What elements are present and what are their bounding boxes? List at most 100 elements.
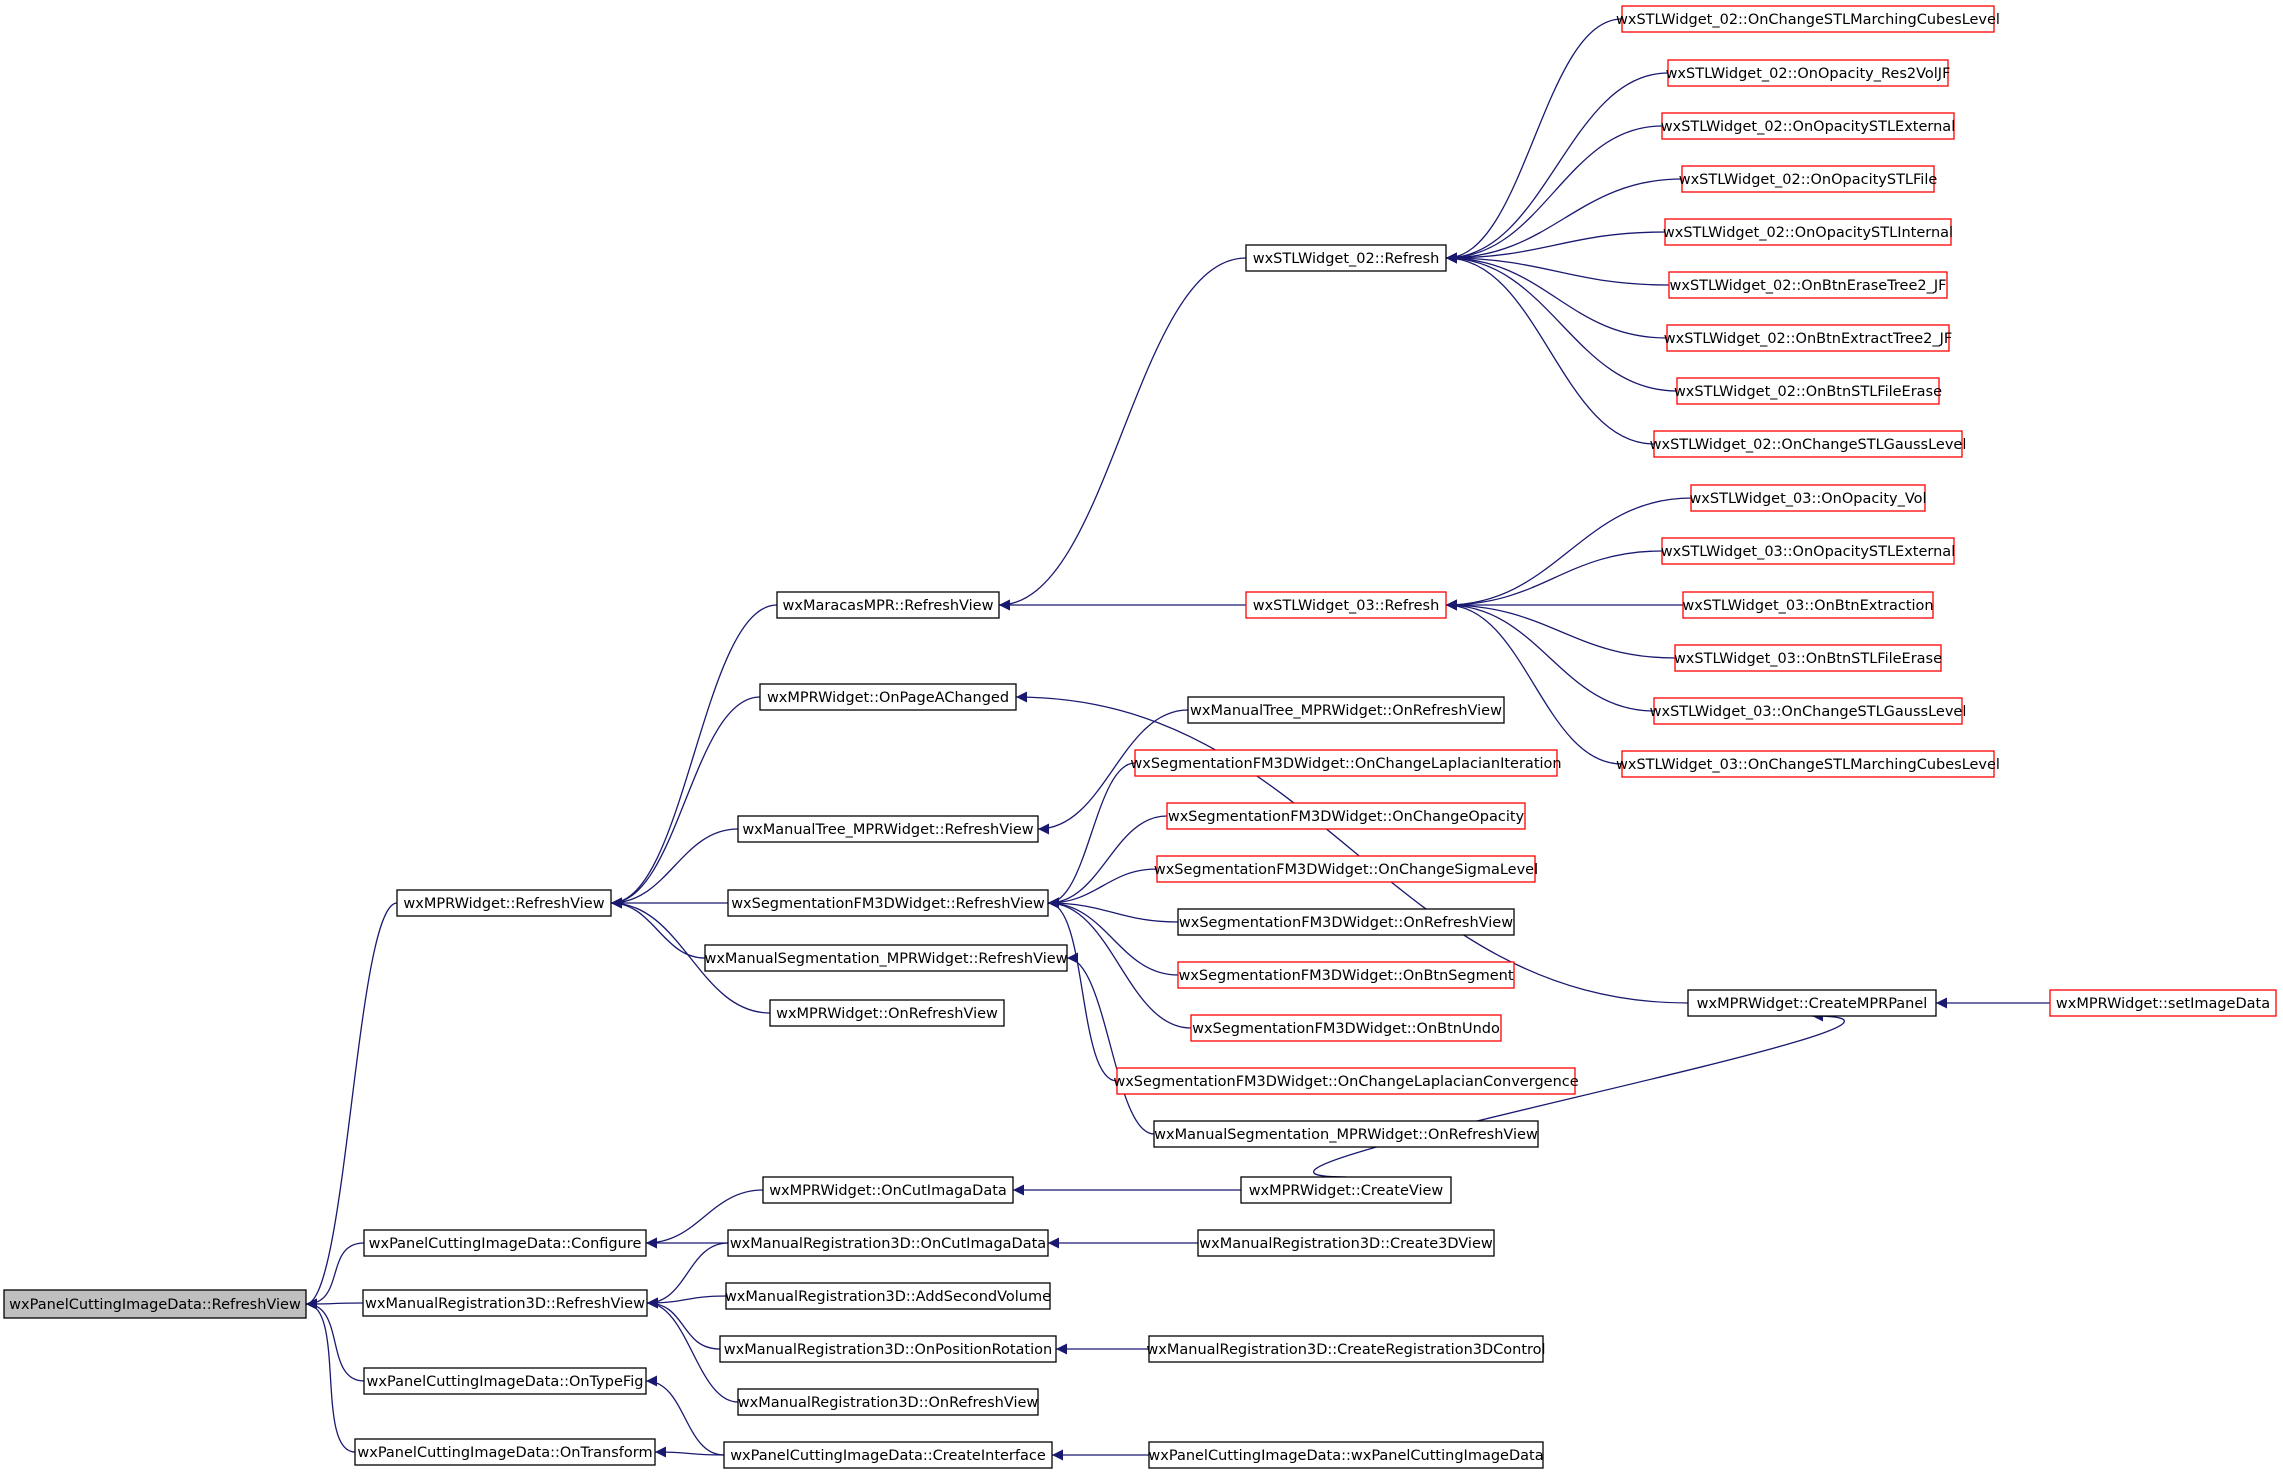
node-stl03F[interactable]: wxSTLWidget_03::OnChangeSTLMarchingCubes… bbox=[1616, 750, 2000, 778]
node-msOnRefresh[interactable]: wxManualSegmentation_MPRWidget::OnRefres… bbox=[1153, 1120, 1539, 1148]
edge-pcidCreateInterface-to-pcidOnTransform bbox=[654, 1446, 725, 1458]
node-mprSetImage[interactable]: wxMPRWidget::setImageData bbox=[2049, 989, 2277, 1017]
edge-mprOnRefresh-to-mprRefresh bbox=[610, 897, 771, 1014]
node-stl03B[interactable]: wxSTLWidget_03::OnOpacitySTLExternal bbox=[1661, 537, 1955, 565]
edge-mtRefresh-to-mprRefresh bbox=[610, 828, 739, 909]
node-box bbox=[776, 591, 1000, 619]
edge-segOnLapIter-to-segRefresh bbox=[1047, 762, 1136, 909]
node-box bbox=[1156, 855, 1536, 883]
node-mprOnCut[interactable]: wxMPRWidget::OnCutImagaData bbox=[762, 1176, 1014, 1204]
node-label: wxSTLWidget_03::OnChangeSTLGaussLevel bbox=[1650, 704, 1967, 720]
node-box bbox=[1690, 484, 1926, 512]
node-stl03A[interactable]: wxSTLWidget_03::OnOpacity_Vol bbox=[1689, 484, 1927, 512]
node-mr3dOnCut[interactable]: wxManualRegistration3D::OnCutImagaData bbox=[727, 1229, 1049, 1257]
node-box bbox=[1667, 59, 1949, 87]
node-stl02G[interactable]: wxSTLWidget_02::OnBtnExtractTree2_JF bbox=[1664, 324, 1952, 352]
node-segOnRefresh[interactable]: wxSegmentationFM3DWidget::OnRefreshView bbox=[1177, 908, 1515, 936]
node-label: wxSegmentationFM3DWidget::OnChangeOpacit… bbox=[1168, 809, 1525, 825]
node-pcidOnTransform[interactable]: wxPanelCuttingImageData::OnTransform bbox=[354, 1438, 656, 1466]
node-stl02B[interactable]: wxSTLWidget_02::OnOpacity_Res2VolJF bbox=[1666, 59, 1951, 87]
edge-stl02E-to-stl02Refresh bbox=[1445, 231, 1666, 264]
node-stl03Refresh[interactable]: wxSTLWidget_03::Refresh bbox=[1245, 591, 1447, 619]
node-mtOnRefresh[interactable]: wxManualTree_MPRWidget::OnRefreshView bbox=[1187, 696, 1505, 724]
edge-mprRefresh-to-root bbox=[305, 902, 398, 1310]
node-stl02H[interactable]: wxSTLWidget_02::OnBtnSTLFileErase bbox=[1674, 377, 1942, 405]
node-label: wxManualRegistration3D::OnRefreshView bbox=[738, 1395, 1039, 1411]
node-segOnSigma[interactable]: wxSegmentationFM3DWidget::OnChangeSigmaL… bbox=[1154, 855, 1538, 883]
edge-segOnBtnSeg-to-segRefresh bbox=[1047, 897, 1179, 976]
node-pcidCreateInterface[interactable]: wxPanelCuttingImageData::CreateInterface bbox=[723, 1441, 1053, 1469]
node-stl02D[interactable]: wxSTLWidget_02::OnOpacitySTLFile bbox=[1679, 165, 1938, 193]
node-label: wxManualSegmentation_MPRWidget::RefreshV… bbox=[704, 951, 1067, 967]
node-mprOnRefresh[interactable]: wxMPRWidget::OnRefreshView bbox=[769, 999, 1005, 1027]
node-label: wxSTLWidget_02::OnChangeSTLGaussLevel bbox=[1650, 437, 1967, 453]
node-box bbox=[1177, 961, 1515, 989]
node-stl02E[interactable]: wxSTLWidget_02::OnOpacitySTLInternal bbox=[1663, 218, 1953, 246]
edge-mr3dOnRefresh-to-mr3dRefresh bbox=[646, 1297, 739, 1403]
node-box bbox=[1668, 271, 1948, 299]
node-box bbox=[1240, 1176, 1452, 1204]
node-label: wxSegmentationFM3DWidget::OnBtnUndo bbox=[1192, 1021, 1500, 1037]
node-stl02A[interactable]: wxSTLWidget_02::OnChangeSTLMarchingCubes… bbox=[1616, 5, 2000, 33]
node-stl02Refresh[interactable]: wxSTLWidget_02::Refresh bbox=[1245, 244, 1447, 272]
node-maracasRefresh[interactable]: wxMaracasMPR::RefreshView bbox=[776, 591, 1000, 619]
node-label: wxPanelCuttingImageData::Configure bbox=[369, 1236, 642, 1252]
node-msRefresh[interactable]: wxManualSegmentation_MPRWidget::RefreshV… bbox=[704, 944, 1068, 972]
node-mprRefresh[interactable]: wxMPRWidget::RefreshView bbox=[396, 889, 612, 917]
edge-stl02G-to-stl02Refresh bbox=[1445, 252, 1668, 339]
node-mprCreateView[interactable]: wxMPRWidget::CreateView bbox=[1240, 1176, 1452, 1204]
edge-stl03E-to-stl03Refresh bbox=[1445, 599, 1655, 712]
node-pcidOnTypeFig[interactable]: wxPanelCuttingImageData::OnTypeFig bbox=[363, 1367, 647, 1395]
node-mr3dOnPos[interactable]: wxManualRegistration3D::OnPositionRotati… bbox=[719, 1335, 1057, 1363]
node-root[interactable]: wxPanelCuttingImageData::RefreshView bbox=[3, 1289, 307, 1319]
edge-msRefresh-to-mprRefresh bbox=[610, 897, 706, 959]
node-box bbox=[1661, 112, 1955, 140]
edge-mtOnRefresh-to-mtRefresh bbox=[1037, 709, 1189, 835]
node-label: wxSTLWidget_03::OnChangeSTLMarchingCubes… bbox=[1616, 757, 2000, 773]
node-mr3dAddSecond[interactable]: wxManualRegistration3D::AddSecondVolume bbox=[725, 1282, 1051, 1310]
edge-stl02Refresh-to-maracasRefresh bbox=[998, 257, 1247, 611]
edge-stl03B-to-stl03Refresh bbox=[1445, 550, 1663, 611]
node-pcidConfigure[interactable]: wxPanelCuttingImageData::Configure bbox=[363, 1229, 647, 1257]
node-label: wxSegmentationFM3DWidget::RefreshView bbox=[731, 896, 1045, 912]
edge-segOnRefresh-to-segRefresh bbox=[1047, 897, 1179, 923]
node-label: wxManualRegistration3D::AddSecondVolume bbox=[725, 1289, 1051, 1305]
node-mr3dOnRefresh[interactable]: wxManualRegistration3D::OnRefreshView bbox=[737, 1388, 1039, 1416]
node-box bbox=[1666, 324, 1950, 352]
node-box bbox=[1682, 591, 1934, 619]
node-stl03C[interactable]: wxSTLWidget_03::OnBtnExtraction bbox=[1682, 591, 1934, 619]
node-segOnBtnUndo[interactable]: wxSegmentationFM3DWidget::OnBtnUndo bbox=[1190, 1014, 1502, 1042]
node-segOnOpacity[interactable]: wxSegmentationFM3DWidget::OnChangeOpacit… bbox=[1166, 802, 1526, 830]
node-mprOnPageA[interactable]: wxMPRWidget::OnPageAChanged bbox=[759, 683, 1017, 711]
edge-stl02D-to-stl02Refresh bbox=[1445, 178, 1683, 264]
node-box bbox=[1245, 244, 1447, 272]
edge-mr3dAddSecond-to-mr3dRefresh bbox=[646, 1295, 727, 1309]
node-mr3dCreateReg[interactable]: wxManualRegistration3D::CreateRegistrati… bbox=[1146, 1335, 1546, 1363]
node-box bbox=[363, 1367, 647, 1395]
node-label: wxMPRWidget::RefreshView bbox=[403, 896, 604, 912]
node-segOnLapConv[interactable]: wxSegmentationFM3DWidget::OnChangeLaplac… bbox=[1113, 1067, 1579, 1095]
node-label: wxMPRWidget::CreateMPRPanel bbox=[1697, 996, 1928, 1012]
node-label: wxMPRWidget::OnCutImagaData bbox=[769, 1183, 1007, 1199]
node-label: wxSTLWidget_03::OnOpacity_Vol bbox=[1689, 491, 1926, 507]
node-label: wxPanelCuttingImageData::OnTypeFig bbox=[367, 1374, 644, 1390]
node-stl03E[interactable]: wxSTLWidget_03::OnChangeSTLGaussLevel bbox=[1650, 697, 1967, 725]
node-mtRefresh[interactable]: wxManualTree_MPRWidget::RefreshView bbox=[737, 815, 1039, 843]
node-box bbox=[762, 1176, 1014, 1204]
node-stl02C[interactable]: wxSTLWidget_02::OnOpacitySTLExternal bbox=[1661, 112, 1955, 140]
node-label: wxPanelCuttingImageData::wxPanelCuttingI… bbox=[1148, 1448, 1543, 1464]
node-stl03D[interactable]: wxSTLWidget_03::OnBtnSTLFileErase bbox=[1674, 644, 1942, 672]
node-segRefresh[interactable]: wxSegmentationFM3DWidget::RefreshView bbox=[727, 889, 1049, 917]
node-label: wxSTLWidget_03::Refresh bbox=[1253, 598, 1440, 614]
node-stl02F[interactable]: wxSTLWidget_02::OnBtnEraseTree2_JF bbox=[1668, 271, 1948, 299]
node-pcidCtor[interactable]: wxPanelCuttingImageData::wxPanelCuttingI… bbox=[1148, 1441, 1544, 1469]
node-segOnBtnSeg[interactable]: wxSegmentationFM3DWidget::OnBtnSegment bbox=[1177, 961, 1515, 989]
node-mr3dCreate3D[interactable]: wxManualRegistration3D::Create3DView bbox=[1197, 1229, 1495, 1257]
node-segOnLapIter[interactable]: wxSegmentationFM3DWidget::OnChangeLaplac… bbox=[1130, 749, 1562, 777]
node-label: wxPanelCuttingImageData::OnTransform bbox=[357, 1445, 652, 1461]
node-mr3dRefresh[interactable]: wxManualRegistration3D::RefreshView bbox=[362, 1289, 648, 1317]
nodes-layer: wxPanelCuttingImageData::RefreshView wxMP… bbox=[3, 5, 2277, 1469]
node-stl02I[interactable]: wxSTLWidget_02::OnChangeSTLGaussLevel bbox=[1650, 430, 1967, 458]
node-box bbox=[396, 889, 612, 917]
node-mprCreatePanel[interactable]: wxMPRWidget::CreateMPRPanel bbox=[1687, 989, 1937, 1017]
